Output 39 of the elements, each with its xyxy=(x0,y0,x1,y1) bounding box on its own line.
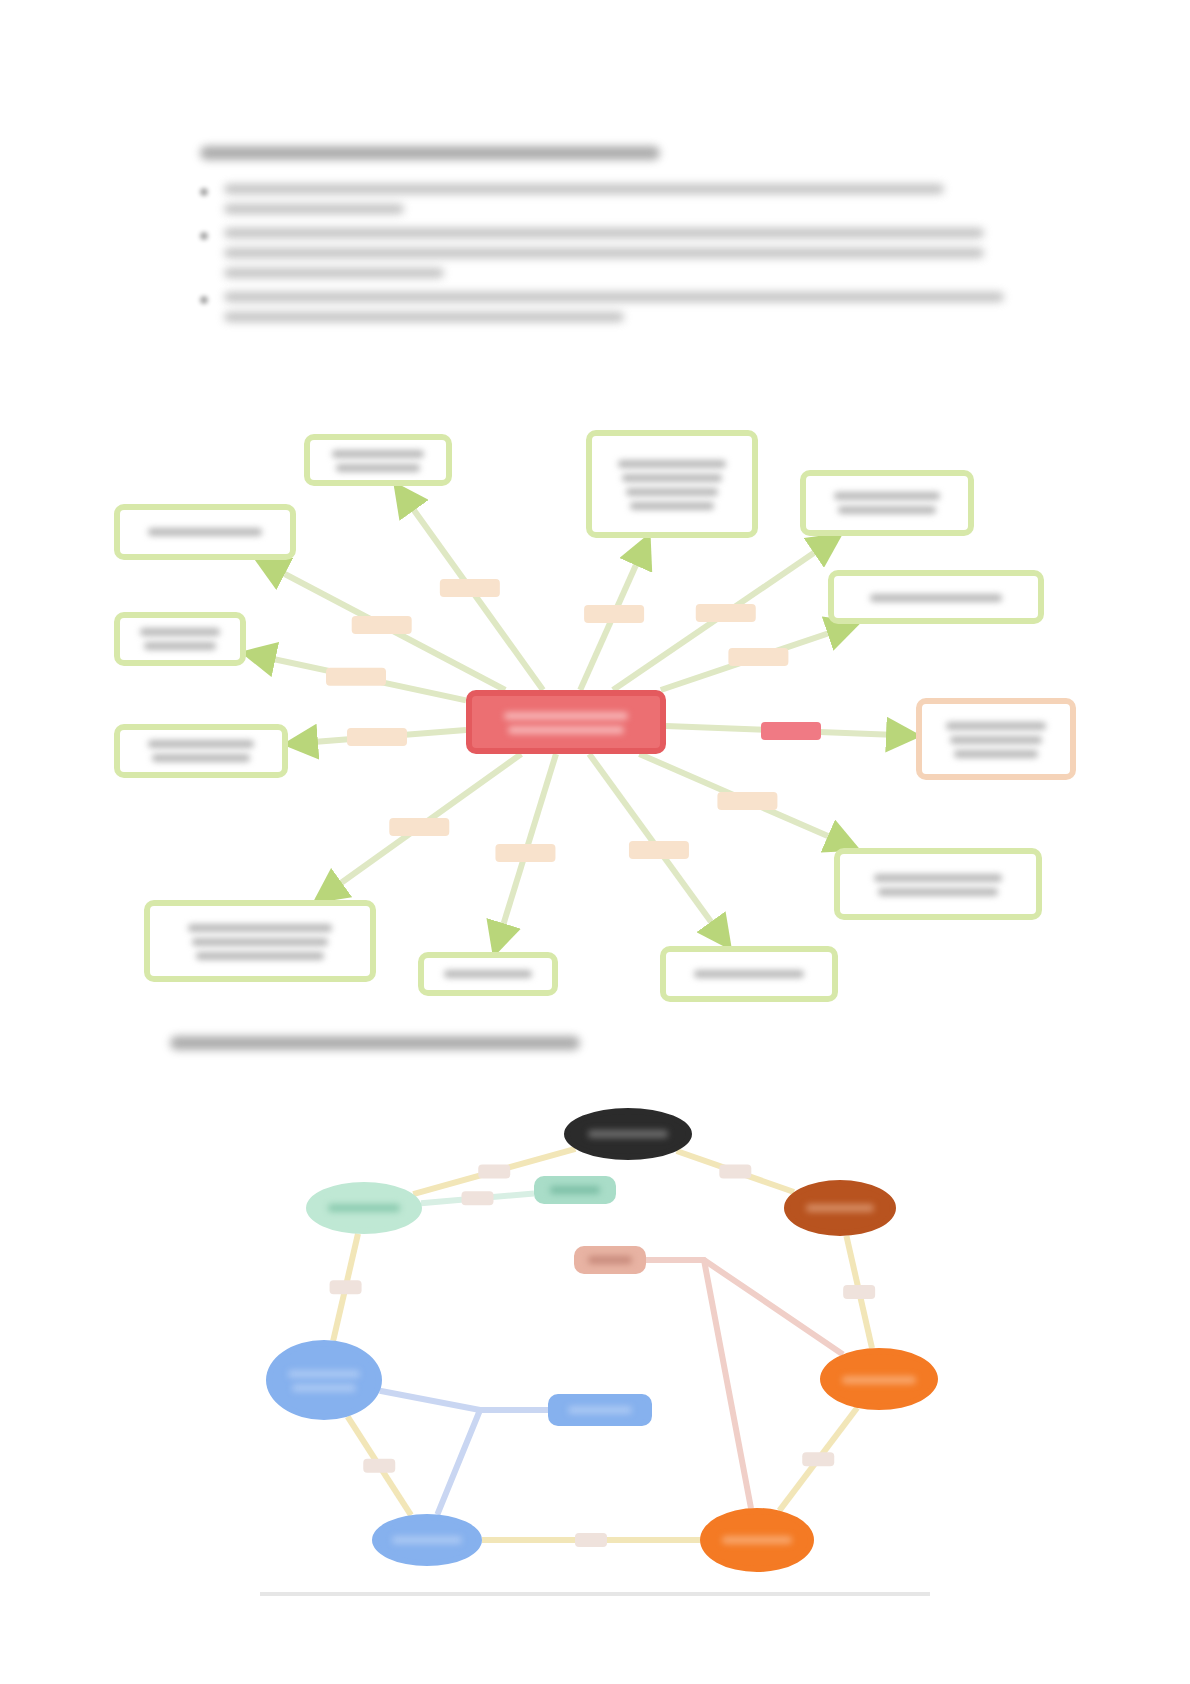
connector xyxy=(412,1145,577,1198)
ellipse-node xyxy=(700,1508,814,1572)
rounded-box xyxy=(144,900,376,982)
connector xyxy=(577,532,653,692)
rounded-box xyxy=(574,1246,646,1274)
connector xyxy=(312,751,523,904)
rounded-box xyxy=(114,504,296,560)
connector xyxy=(393,481,546,692)
ellipse-node xyxy=(306,1182,422,1234)
connector xyxy=(486,753,559,958)
rounded-box xyxy=(828,570,1044,624)
connector xyxy=(330,1233,361,1342)
rounded-box xyxy=(586,430,758,538)
connector xyxy=(843,1235,875,1349)
connector xyxy=(638,751,861,853)
connector xyxy=(434,1407,548,1516)
rounded-box xyxy=(834,848,1042,920)
rounded-box xyxy=(304,434,452,486)
connector xyxy=(345,1414,414,1517)
rounded-box xyxy=(114,724,288,778)
ellipse-node xyxy=(784,1180,896,1236)
connector xyxy=(646,1257,754,1509)
connector xyxy=(611,532,844,693)
connector xyxy=(420,1190,535,1207)
rounded-box xyxy=(418,952,558,996)
rounded-box xyxy=(800,470,974,536)
rounded-box xyxy=(916,698,1076,780)
connector xyxy=(777,1406,860,1513)
rounded-box xyxy=(660,946,838,1002)
connector xyxy=(675,1148,795,1195)
ellipse-node xyxy=(372,1514,482,1566)
ellipse-node xyxy=(564,1108,692,1160)
rounded-box xyxy=(534,1176,616,1204)
connector xyxy=(252,557,507,693)
rounded-box xyxy=(114,612,246,666)
rounded-box xyxy=(466,690,666,754)
connector xyxy=(586,752,733,951)
connector xyxy=(482,1537,700,1543)
rounded-box xyxy=(548,1394,652,1426)
